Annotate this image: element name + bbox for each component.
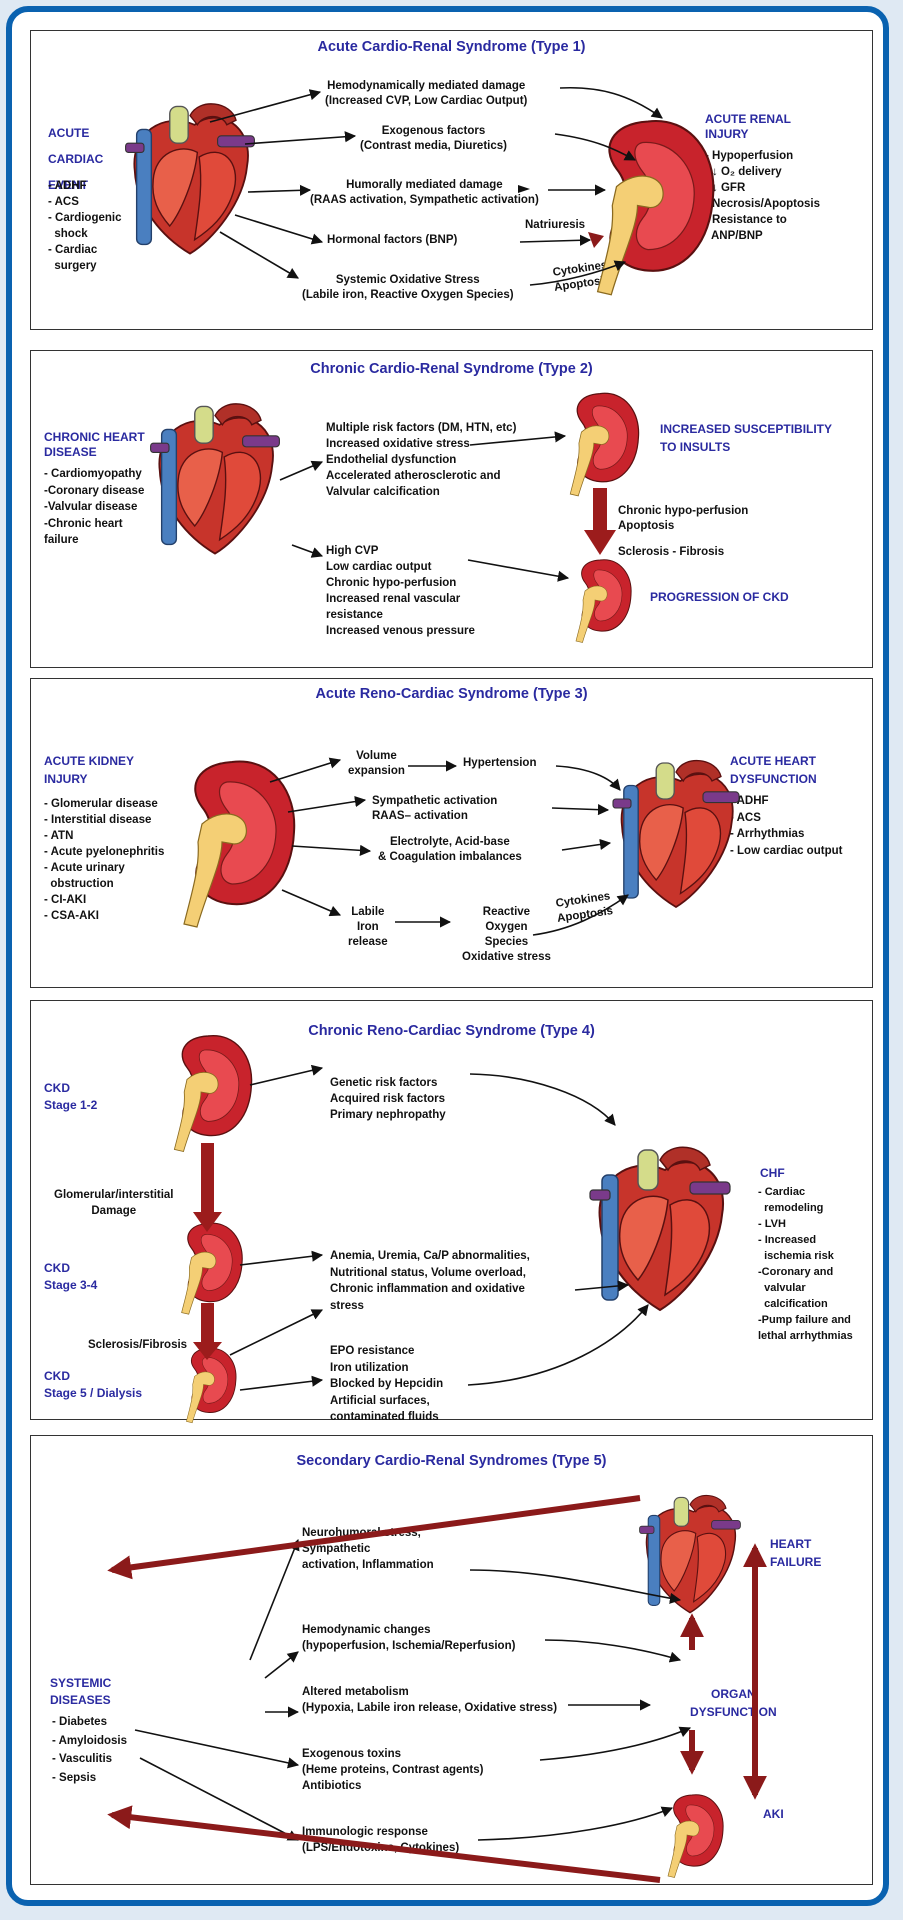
kidney-icon — [184, 762, 294, 927]
heart-icon — [590, 1147, 730, 1310]
heart-icon — [151, 404, 280, 554]
kidney-icon — [186, 1348, 236, 1422]
heart-icon — [613, 761, 739, 907]
kidney-icon — [570, 393, 638, 496]
kidney-icon — [576, 560, 631, 643]
kidney-icon — [174, 1036, 251, 1152]
heart-icon — [126, 104, 255, 254]
kidney-icon — [598, 121, 714, 295]
kidney-icon — [182, 1223, 243, 1314]
progression-arrow — [584, 488, 616, 555]
kidney-icon — [668, 1795, 723, 1878]
